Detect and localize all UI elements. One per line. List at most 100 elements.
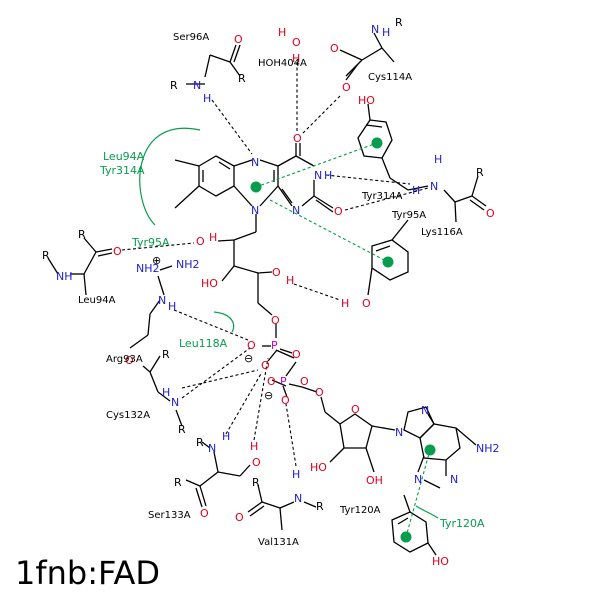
figure-title: 1fnb:FAD [15, 554, 160, 592]
hydrophobic-arcs [139, 127, 439, 519]
residue-label-tyr314-arc: Tyr314A [99, 164, 145, 177]
hydrogen-bonds [121, 62, 429, 467]
atom-r: R [42, 249, 50, 262]
atom-o: O [113, 245, 122, 258]
atom-r: R [196, 436, 204, 449]
arc-leu94-tyr314 [139, 127, 201, 226]
atom-o: O [272, 266, 281, 279]
atom-p: P [271, 339, 278, 352]
arc-tyr120 [415, 505, 439, 519]
atom-o: O [267, 375, 276, 388]
residue-label-tyr95-ring: Tyr95A [391, 210, 426, 221]
centroid-tyr95 [382, 256, 394, 268]
arc-leu118 [213, 311, 235, 333]
atom-r: R [316, 500, 324, 513]
atom-n: N [292, 204, 300, 217]
residue-label-tyr314: Tyr314A [361, 191, 403, 202]
atom-r: R [162, 348, 170, 361]
atom-nh2: NH2 [136, 262, 160, 275]
hydrophobic-labels: Leu94A Tyr314A Tyr95A Leu118A Tyr120A [99, 150, 485, 530]
atom-h: H [292, 52, 300, 65]
atom-n: N [450, 473, 458, 486]
atom-o: O [292, 36, 301, 49]
atom-o: O [300, 375, 309, 388]
atom-nh: NH [56, 270, 73, 283]
residue-label-val131: Val131A [258, 537, 299, 548]
atom-h: H [412, 184, 420, 197]
atom-n: N [414, 473, 422, 486]
residue-label-cys132: Cys132A [106, 410, 150, 421]
atom-n: N [208, 442, 216, 455]
atom-o: O [235, 511, 244, 524]
atom-h: H [341, 297, 349, 310]
atom-r: R [170, 79, 178, 92]
residue-label-arg93: Arg93A [106, 354, 143, 365]
atom-n: N [251, 156, 259, 169]
atom-o: O [293, 132, 302, 145]
atom-nh2: NH2 [176, 258, 200, 271]
residue-label-tyr95-hb: Tyr95A [131, 236, 170, 249]
atom-o: O [281, 394, 290, 407]
pi-contacts [255, 142, 431, 538]
residue-label-ser133: Ser133A [148, 510, 191, 521]
atom-n: N [294, 492, 302, 505]
atom-o: O [292, 348, 301, 361]
atom-o: O [351, 403, 360, 416]
atom-n: N [430, 180, 438, 193]
centroid-adenine [424, 444, 436, 456]
residue-label-lys116: Lys116A [421, 227, 463, 238]
atom-o: O [234, 33, 243, 46]
atom-n: N [421, 404, 429, 417]
atom-o: O [252, 456, 261, 469]
atom-r: R [78, 228, 86, 241]
atom-n: N [395, 426, 403, 439]
atom-h: H [324, 169, 332, 182]
atom-h: H [162, 386, 170, 399]
residue-label-leu118: Leu118A [179, 337, 228, 350]
atom-n: N [193, 79, 201, 92]
atom-h: H [286, 274, 294, 287]
atom-r: R [238, 72, 246, 85]
atom-o: O [330, 42, 339, 55]
atom-ho: HO [432, 555, 449, 568]
atom-n: N [251, 204, 259, 217]
atom-h: H [222, 430, 230, 443]
atom-r: R [476, 166, 484, 179]
atom-ho: HO [310, 461, 327, 474]
atom-h: H [382, 26, 390, 39]
atom-h: H [250, 440, 258, 453]
atom-r: R [174, 476, 182, 489]
residue-label-hoh: HOH404A [258, 58, 307, 69]
ring-centroids [250, 137, 436, 543]
atom-o: O [261, 359, 270, 372]
atom-o: O [196, 235, 205, 248]
atom-o: O [342, 81, 351, 94]
centroid-flavin [250, 181, 262, 193]
centroid-tyr314 [371, 137, 383, 149]
atom-h: H [168, 300, 176, 313]
charge-minus: ⊖ [264, 389, 273, 402]
atom-h: H [203, 92, 211, 105]
atom-n: N [314, 169, 322, 182]
atom-o: O [125, 354, 134, 367]
atom-n: N [171, 396, 179, 409]
atom-nh2: NH2 [476, 442, 500, 455]
atom-o: O [200, 507, 209, 520]
residue-label-cys114: Cys114A [368, 72, 412, 83]
atom-o: O [334, 205, 343, 218]
charge-minus: ⊖ [244, 352, 253, 365]
atom-o: O [362, 297, 371, 310]
atom-n: N [158, 294, 166, 307]
residue-label-tyr120-arc: Tyr120A [439, 517, 485, 530]
atom-ho: HO [358, 94, 375, 107]
residue-label-leu94: Leu94A [78, 295, 116, 306]
atom-oh: OH [366, 474, 383, 487]
atom-o: O [271, 314, 280, 327]
charge-plus: ⊕ [152, 254, 161, 267]
atom-o: O [315, 386, 324, 399]
atom-h: H [292, 468, 300, 481]
atom-labels: R N H O R H O H R N H O R O N N N N H O … [42, 16, 500, 568]
atom-r: R [178, 423, 186, 436]
residue-labels: Ser96A HOH404A Cys114A Tyr314A Tyr95A Ly… [78, 32, 463, 548]
